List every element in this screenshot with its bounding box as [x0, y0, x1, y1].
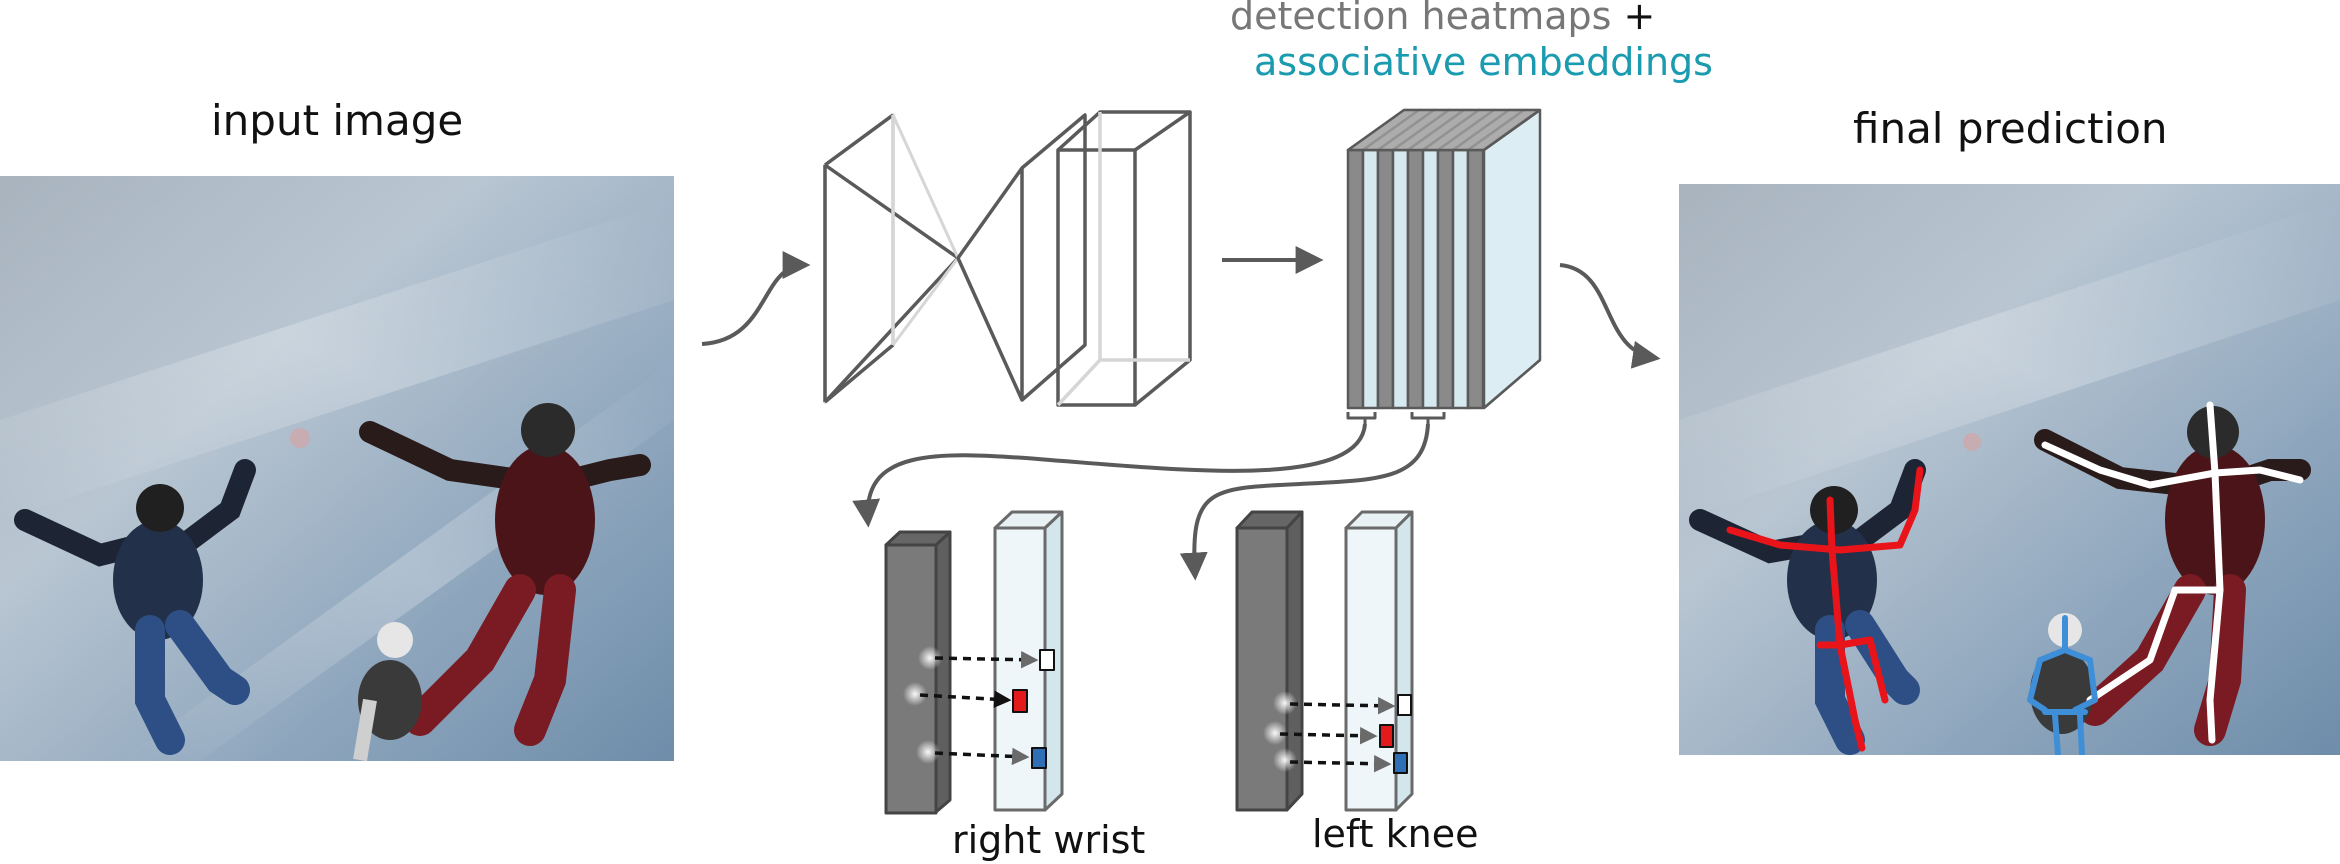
skydiver-right [359, 403, 651, 746]
knee-arrow-bot [1289, 754, 1392, 773]
wrist-arrow-mid [919, 690, 1012, 708]
wrist-arrow-top [934, 650, 1039, 669]
right-wrist-panel [884, 510, 1064, 815]
pose-skeleton-red [1726, 466, 1924, 752]
knee-arrow-top [1289, 696, 1396, 715]
pose-skeleton-white [2041, 401, 2304, 744]
stack-layer [1376, 148, 1395, 410]
right-wrist-label: right wrist [952, 818, 1146, 862]
left-knee-label: left knee [1312, 812, 1479, 856]
skydiver-left [14, 459, 256, 755]
heatmaps-line: detection heatmaps + [1230, 0, 1655, 38]
plus-sign: + [1623, 0, 1656, 38]
arrow-to-right-wrist [852, 423, 1367, 528]
input-image-label: input image [211, 96, 464, 145]
output-photo [1679, 184, 2340, 755]
hourglass-network-icon [823, 110, 1192, 407]
stack-layer [1421, 148, 1440, 410]
stack-layer [1451, 148, 1470, 410]
arrow-input-to-network [701, 251, 811, 346]
feature-stack-icon [1346, 108, 1542, 424]
detection-heatmaps-text: detection heatmaps [1230, 0, 1612, 38]
arrow-to-left-knee [1179, 423, 1430, 581]
pose-skeleton-blue [2027, 615, 2098, 755]
left-knee-panel [1235, 510, 1414, 812]
final-prediction-label: final prediction [1853, 104, 2168, 153]
wrist-arrow-bot [934, 747, 1030, 766]
stack-layer [1361, 148, 1380, 410]
stack-layer [1406, 148, 1425, 410]
stack-layer [1391, 148, 1410, 410]
input-photo [0, 176, 674, 761]
skydiver-small [353, 622, 422, 761]
associative-embeddings-text: associative embeddings [1254, 40, 1713, 84]
stack-layer [1436, 148, 1455, 410]
knee-arrow-mid [1279, 726, 1378, 745]
arrow-output-to-prediction [1559, 263, 1661, 369]
stack-layer [1346, 148, 1365, 410]
stack-layer [1466, 148, 1485, 410]
